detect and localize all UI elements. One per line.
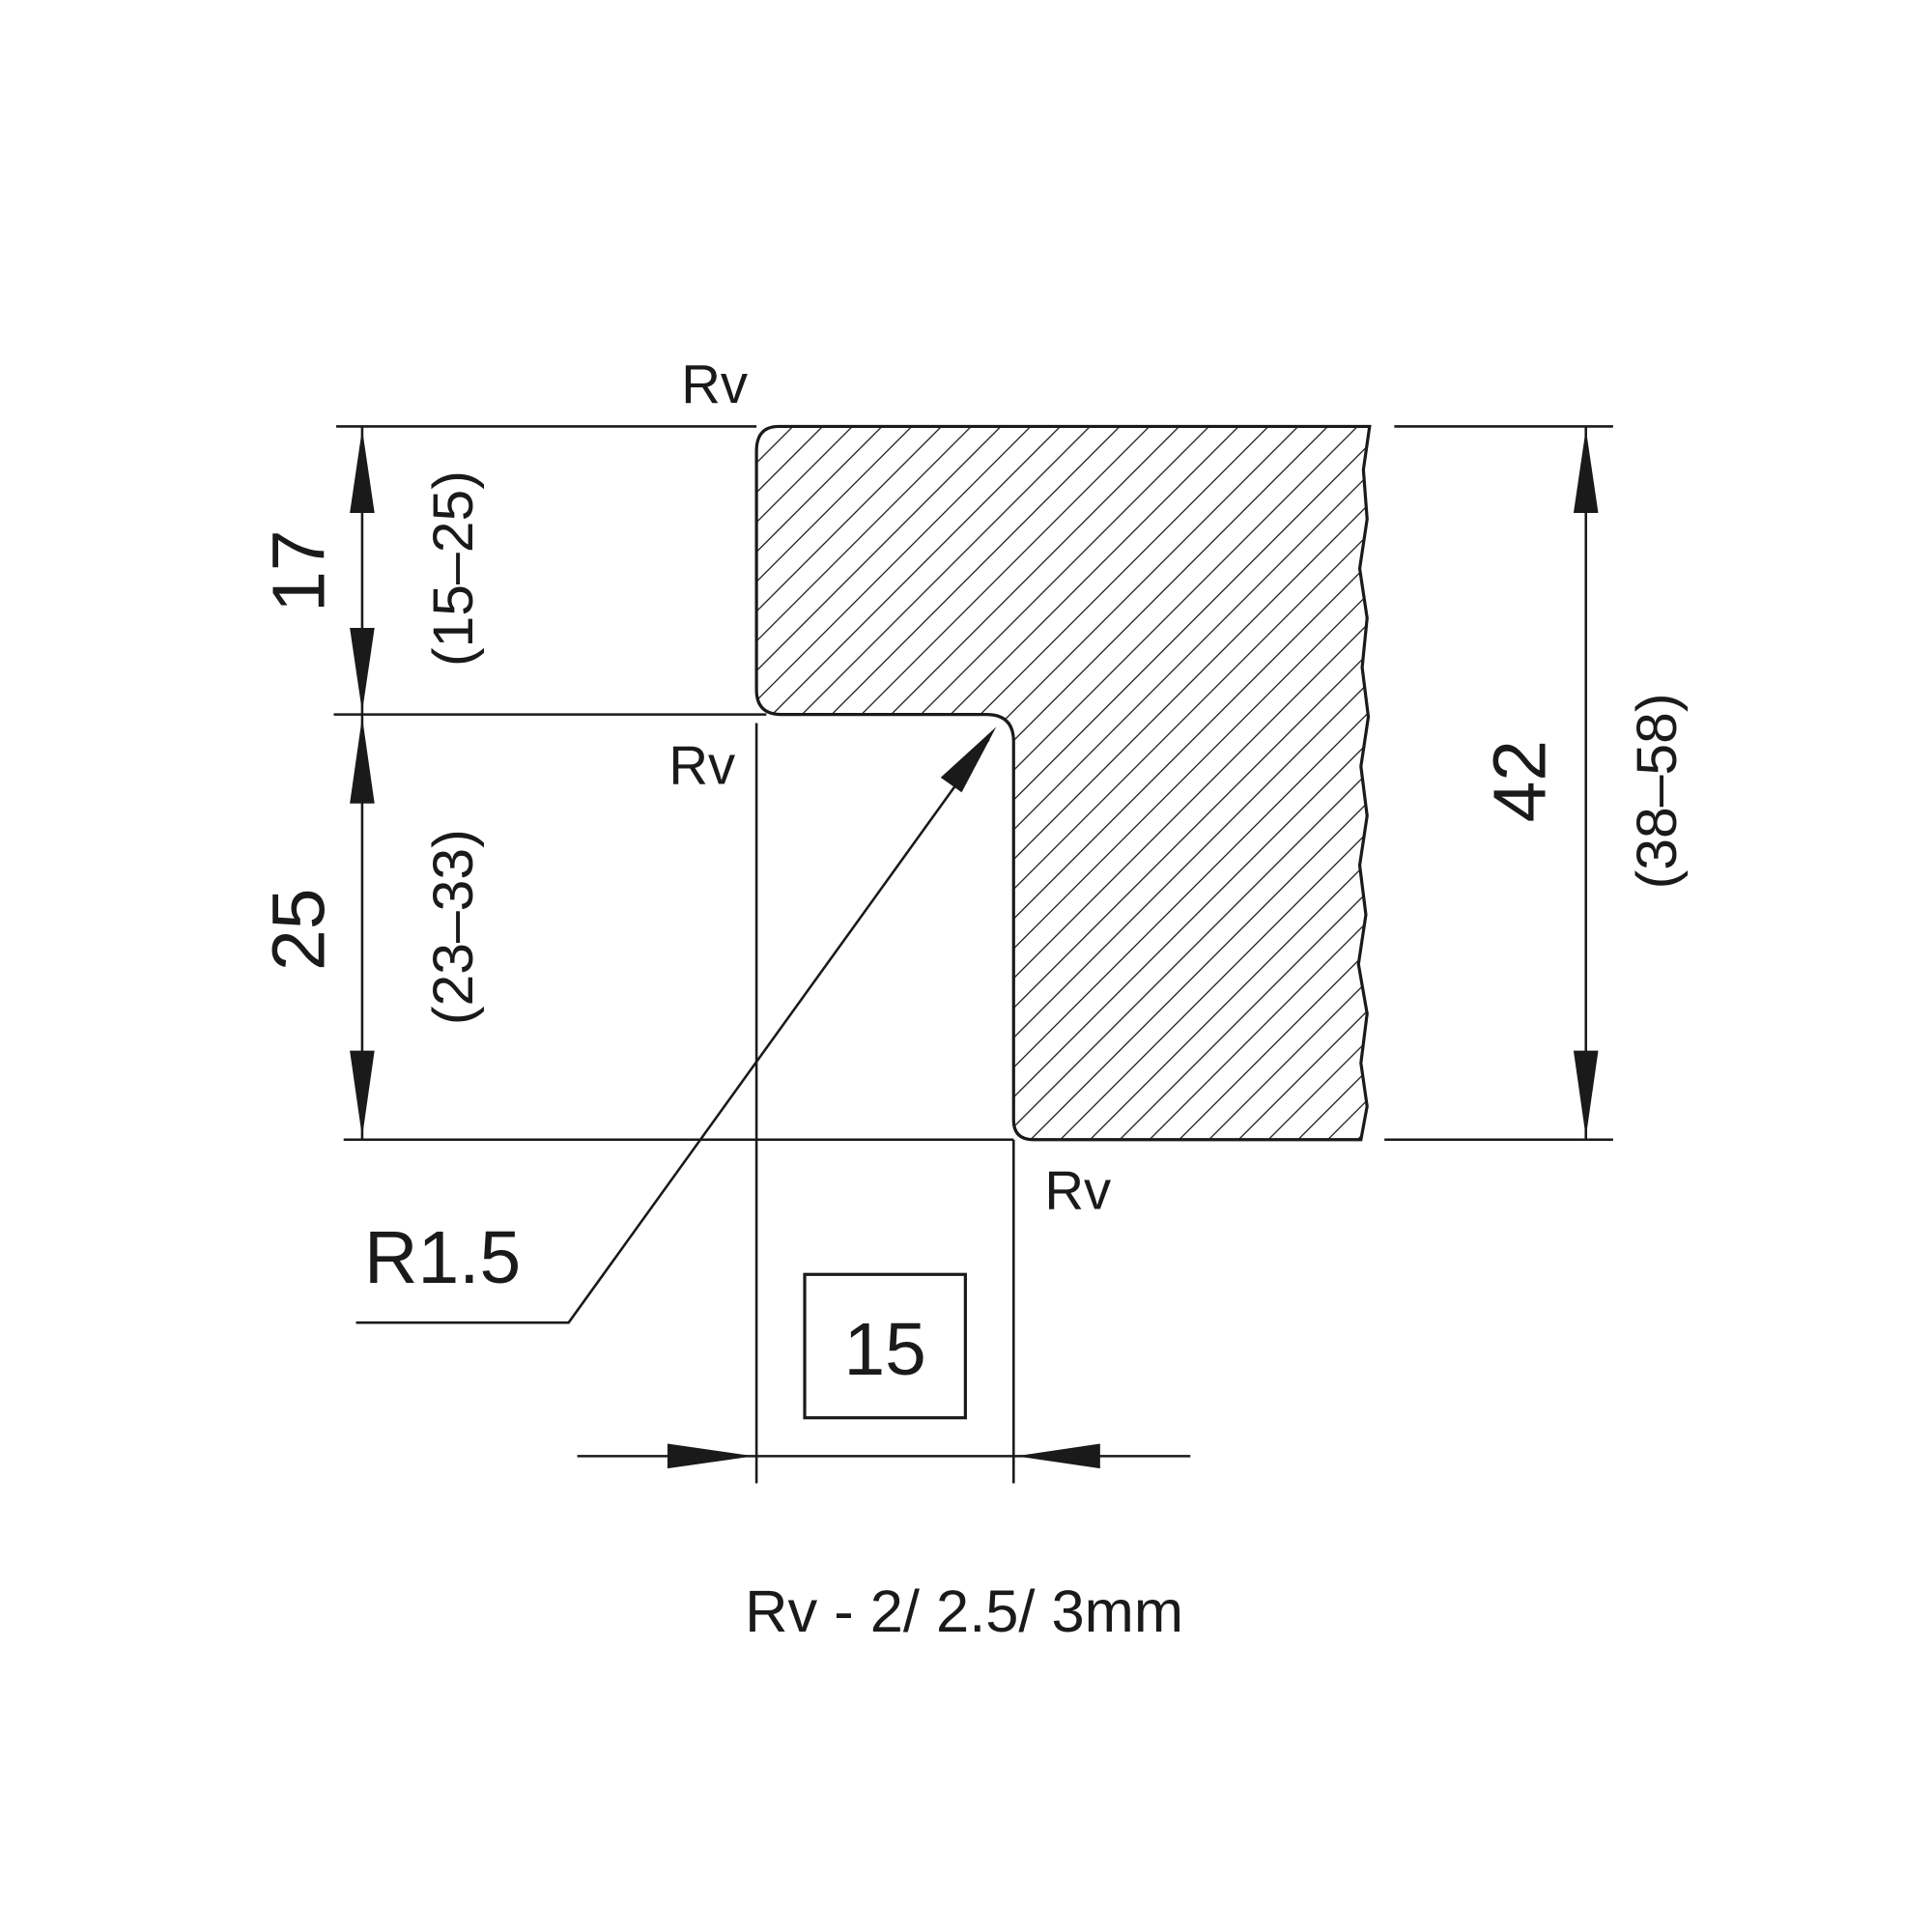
arrow-down-icon xyxy=(1573,1050,1599,1138)
dim-17-value: 17 xyxy=(258,529,340,611)
dim-17-range: (15–25) xyxy=(422,470,485,667)
hatched-section xyxy=(754,424,1372,1142)
basic-dimension-box xyxy=(803,1272,967,1420)
arrow-up-icon xyxy=(1573,429,1599,514)
dim-42-value: 42 xyxy=(1479,740,1561,822)
rv-note: Rv - 2/ 2.5/ 3mm xyxy=(745,1578,1183,1645)
arrow-up-icon xyxy=(350,429,375,514)
arrow-down-icon xyxy=(350,1050,375,1138)
dim-25-range: (23–33) xyxy=(422,829,485,1025)
dimension-17 xyxy=(350,426,375,715)
arrow-down-icon xyxy=(350,628,375,713)
dim-42-range: (38–58) xyxy=(1626,693,1689,889)
rv-middle-label: Rv xyxy=(668,734,735,795)
arrow-up-icon xyxy=(350,717,375,804)
radius-label: R1.5 xyxy=(364,1217,521,1299)
dimension-15 xyxy=(577,1272,1191,1469)
arrow-icon xyxy=(940,726,997,793)
arrow-right-icon xyxy=(667,1443,754,1469)
dim-15-value: 15 xyxy=(843,1309,925,1391)
dim-25-value: 25 xyxy=(258,889,340,971)
dimension-25 xyxy=(350,714,375,1140)
arrow-left-icon xyxy=(1015,1443,1100,1469)
rv-top-label: Rv xyxy=(681,354,748,414)
radius-leader xyxy=(355,726,997,1324)
dimension-42 xyxy=(1573,426,1599,1140)
rv-bottom-label: Rv xyxy=(1044,1159,1111,1220)
